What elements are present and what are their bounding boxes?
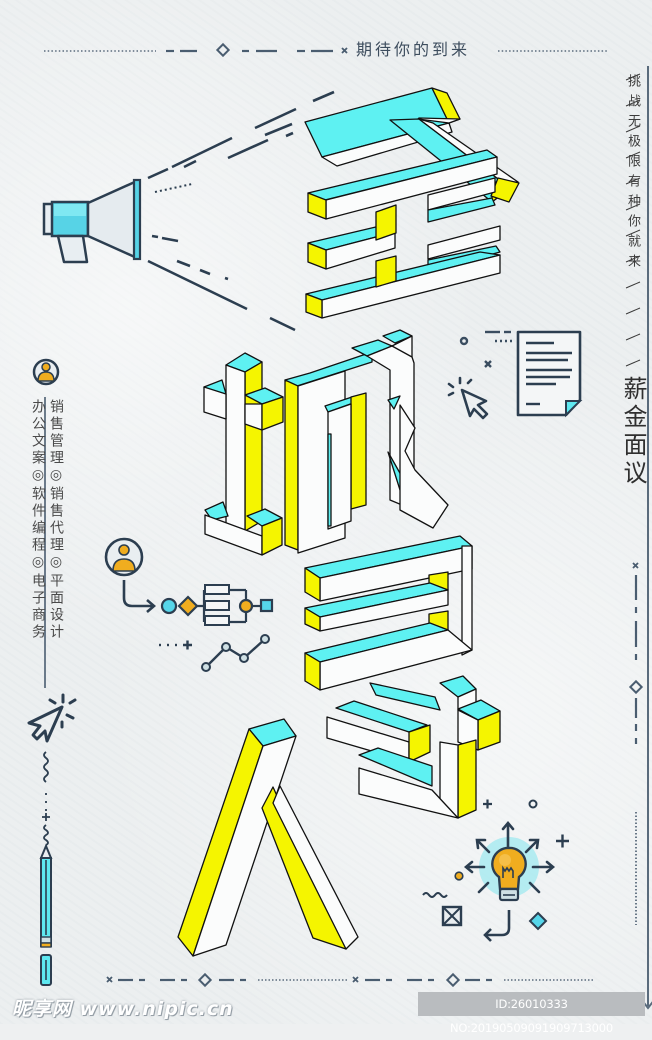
user-flow-diagram <box>104 537 274 626</box>
cursor-click-icon <box>447 376 489 420</box>
sound-wave-lines <box>147 90 335 332</box>
line-graph-icon <box>159 634 270 672</box>
top-decorative-rule <box>44 42 608 58</box>
watermark-id: ID:26010333 NO:20190509091909713000 <box>418 992 645 1035</box>
jobs-column-left: 办公文案◎软件编程◎电子商务 <box>30 399 46 641</box>
headline-char-xun <box>304 535 501 819</box>
watermark-logo: 昵享网 www.nipic.cn <box>12 998 234 1020</box>
decor-squiggles-left <box>42 751 50 846</box>
tagline-vertical: 挑战无极限有种你就来 <box>625 74 640 274</box>
headline-char-quan <box>304 87 520 319</box>
cursor-click-icon <box>27 693 77 743</box>
megaphone-icon <box>42 178 142 264</box>
top-slogan: 期待你的到来 <box>356 40 471 59</box>
user-avatar-icon <box>32 358 60 386</box>
pencil-icon <box>39 843 53 986</box>
decor-marks-top <box>459 330 512 368</box>
jobs-column-right: 销售管理◎销售代理◎平面设计 <box>48 399 64 641</box>
salary-text: 薪金面议 <box>619 376 647 488</box>
decor-marks-bottom-right <box>411 799 569 931</box>
document-icon <box>516 330 583 418</box>
bottom-decorative-rule <box>106 972 593 988</box>
right-decorative-rule <box>625 66 652 1010</box>
lightbulb-icon <box>463 820 556 942</box>
headline-char-ren <box>177 718 359 957</box>
headline-char-cheng <box>203 329 449 556</box>
